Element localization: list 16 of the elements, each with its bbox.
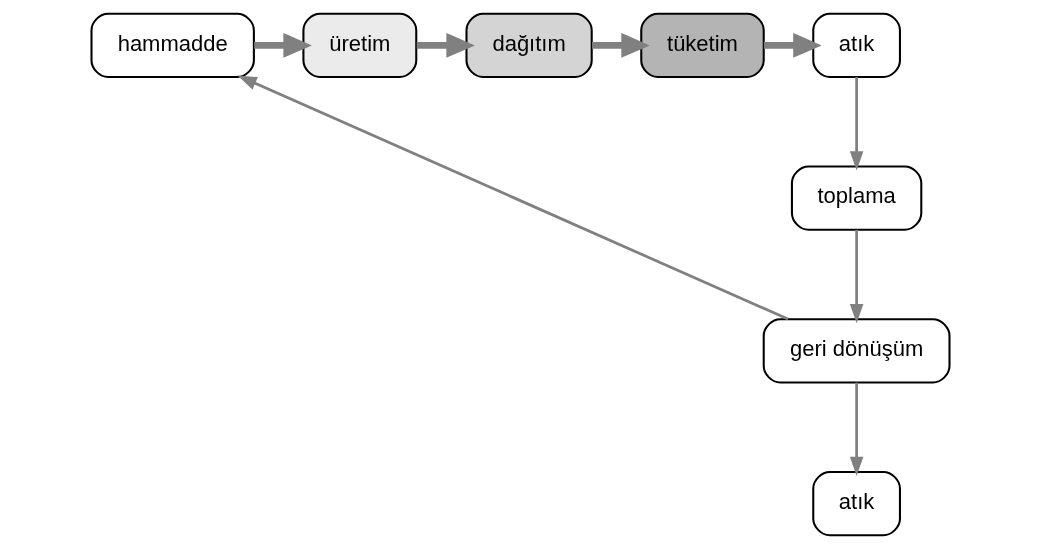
node-box: atık xyxy=(812,12,901,79)
node-box: dağıtım xyxy=(465,12,593,79)
arrow xyxy=(254,32,312,58)
arrow xyxy=(592,32,650,58)
arrow xyxy=(237,75,789,321)
arrow xyxy=(849,382,864,477)
arrow xyxy=(849,77,864,171)
node-box: hammadde xyxy=(90,12,255,79)
arrow xyxy=(763,32,822,58)
arrow xyxy=(849,229,864,324)
arrow xyxy=(416,32,475,58)
node-box: atık xyxy=(812,470,901,537)
node-box: üretim xyxy=(302,12,418,79)
node-box: toplama xyxy=(790,165,923,231)
node-box: geri dönüşüm xyxy=(762,318,951,384)
node-box: tüketim xyxy=(640,12,765,79)
